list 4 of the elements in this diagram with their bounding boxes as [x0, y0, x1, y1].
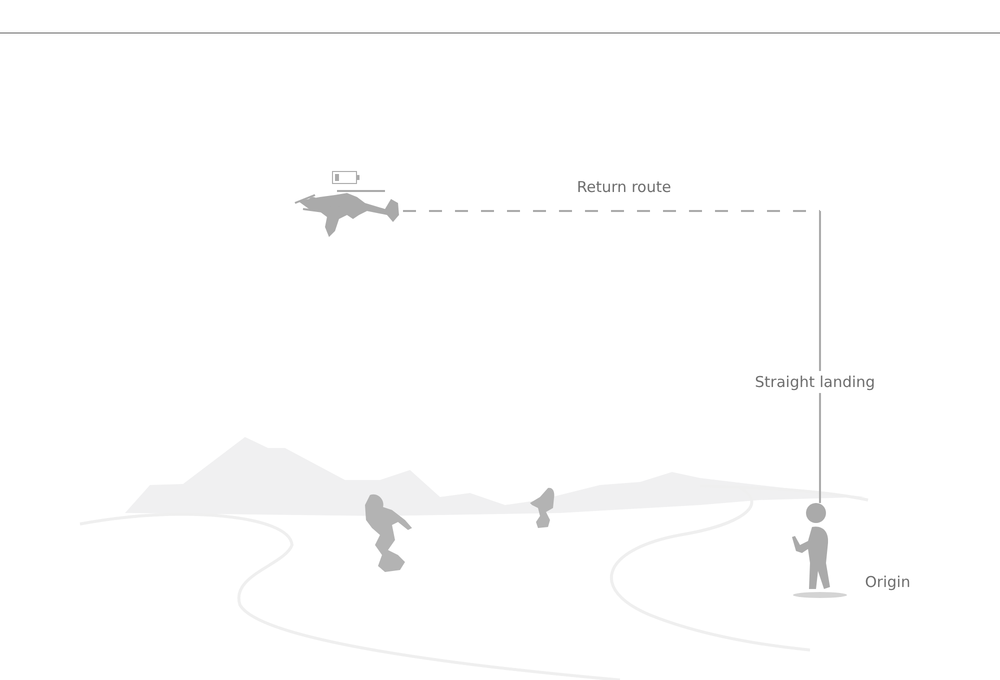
node-caption: Origin	[865, 573, 910, 591]
person-drawing	[792, 503, 848, 599]
edge-label: Return route	[576, 178, 672, 196]
dashed-route-line	[403, 210, 821, 503]
